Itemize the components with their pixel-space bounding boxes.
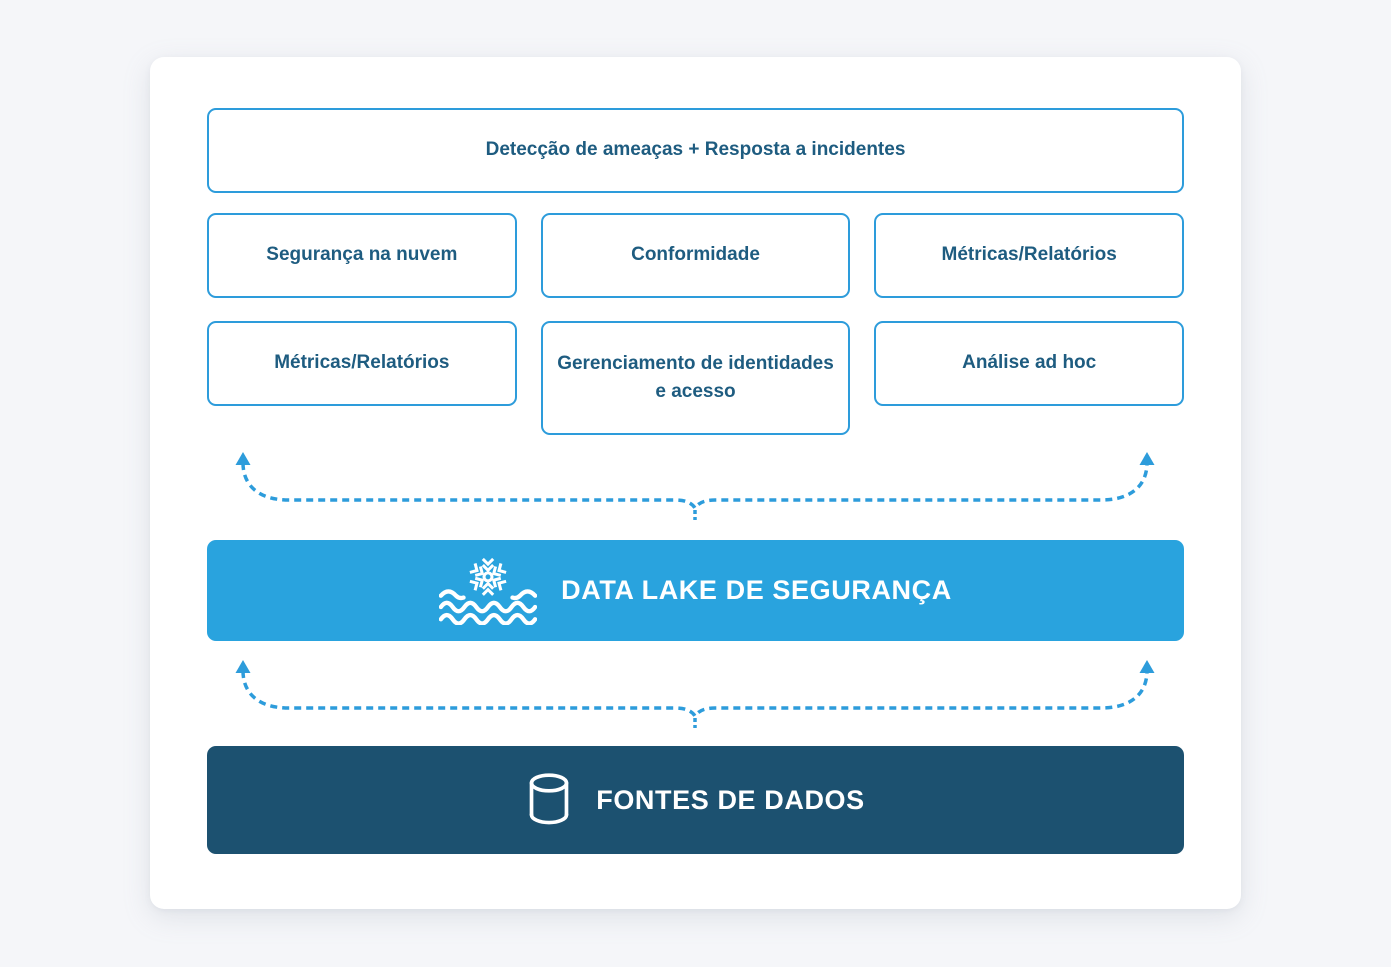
use-case-row-1: Segurança na nuvem Conformidade Métricas… bbox=[207, 213, 1185, 298]
use-case-adhoc-analysis: Análise ad hoc bbox=[874, 321, 1185, 406]
database-cylinder-icon bbox=[529, 773, 569, 825]
brace-dashed-line bbox=[241, 462, 1149, 512]
use-case-label: Gerenciamento de identidades e acesso bbox=[557, 352, 834, 403]
brace-arrowhead-left bbox=[235, 452, 251, 465]
data-sources-bar: FONTES DE DADOS bbox=[207, 746, 1184, 854]
brace-dashed-line bbox=[241, 670, 1149, 720]
use-case-label: Métricas/Relatórios bbox=[941, 244, 1117, 266]
brace-arrowhead-right bbox=[1139, 452, 1155, 465]
brace-arrowhead-right bbox=[1139, 660, 1155, 673]
use-case-label: Análise ad hoc bbox=[962, 352, 1097, 374]
use-case-identity-access-management: Gerenciamento de identidades e acesso bbox=[540, 321, 851, 435]
use-case-label: Detecção de ameaças + Resposta a inciden… bbox=[485, 139, 906, 161]
data-sources-bar-label: FONTES DE DADOS bbox=[596, 784, 865, 815]
snowflake-lake-icon bbox=[439, 557, 538, 625]
use-case-label: Conformidade bbox=[631, 244, 760, 266]
flow-brace-bottom bbox=[235, 660, 1155, 728]
use-case-threat-detection: Detecção de ameaças + Resposta a inciden… bbox=[207, 108, 1184, 193]
use-case-label: Segurança na nuvem bbox=[266, 244, 458, 266]
flow-brace-top bbox=[235, 452, 1155, 520]
use-case-metrics-reports-1: Métricas/Relatórios bbox=[874, 213, 1185, 298]
diagram-card: Detecção de ameaças + Resposta a inciden… bbox=[150, 57, 1241, 909]
brace-arrowhead-left bbox=[235, 660, 251, 673]
use-case-compliance: Conformidade bbox=[540, 213, 851, 298]
use-case-row-2: Métricas/Relatórios Gerenciamento de ide… bbox=[207, 321, 1185, 435]
use-case-label: Métricas/Relatórios bbox=[274, 352, 450, 374]
data-lake-bar-label: DATA LAKE DE SEGURANÇA bbox=[561, 575, 952, 605]
use-case-cloud-security: Segurança na nuvem bbox=[207, 213, 517, 298]
use-case-metrics-reports-2: Métricas/Relatórios bbox=[207, 321, 517, 406]
data-lake-bar: DATA LAKE DE SEGURANÇA bbox=[207, 540, 1184, 641]
